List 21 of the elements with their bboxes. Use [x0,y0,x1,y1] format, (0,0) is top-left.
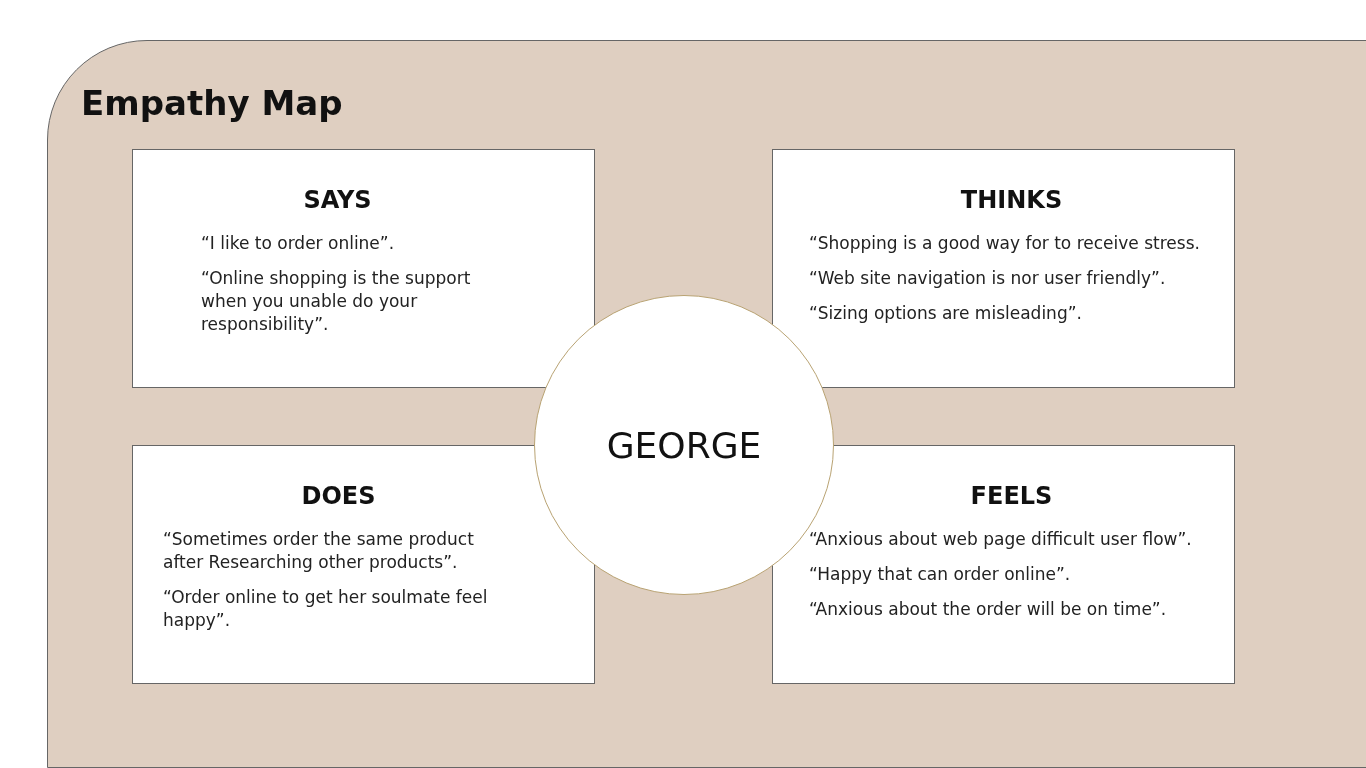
quadrant-card [132,445,595,684]
quadrant-card [772,445,1235,684]
quote-text: “Sizing options are misleading”. [809,301,1083,325]
map-panel [47,40,1366,768]
section-heading: FEELS [969,482,1054,510]
quote-text: “I like to order online”. [201,232,396,255]
quote-text: “Sometimes order the same product after Researching other products”. [163,528,475,574]
quote-text: “Anxious about web page difficult user flow”. [809,528,1193,551]
quadrant-card [772,149,1235,388]
quote-text: “Shopping is a good way for to receive stress. [809,232,1201,255]
persona-name: GEORGE [606,424,762,466]
quote-text: “Online shopping is the support when you unable do your responsibility”. [201,266,472,336]
quadrant-card [132,149,595,388]
map-title: Empathy Map [81,83,343,123]
quote-text: “Web site navigation is nor user friendly”. [809,266,1167,290]
section-heading: DOES [300,482,377,510]
section-heading: THINKS [959,186,1064,214]
quote-text: “Happy that can order online”. [809,562,1072,586]
section-heading: SAYS [302,186,373,214]
quote-text: “Anxious about the order will be on time”. [809,597,1168,621]
quote-text: “Order online to get her soulmate feel happy”. [163,585,489,632]
